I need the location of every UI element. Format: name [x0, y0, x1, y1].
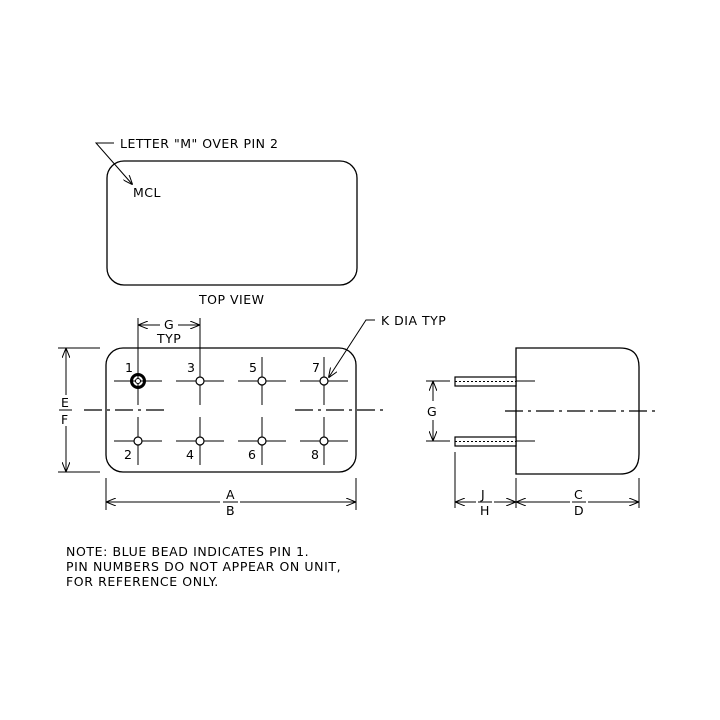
- pin-1-blue-bead: [130, 373, 146, 389]
- dim-a-label: A: [226, 487, 235, 502]
- dim-e-label: E: [61, 395, 69, 410]
- mcl-marking: MCL: [133, 185, 161, 200]
- pin-label-3: 3: [187, 360, 195, 375]
- pin-1: [114, 357, 162, 405]
- note-line-3: FOR REFERENCE ONLY.: [66, 574, 219, 589]
- dim-f-label: F: [61, 412, 69, 427]
- dim-j-label: J: [480, 487, 485, 502]
- pin-label-6: 6: [248, 447, 256, 462]
- bottom-view-body-outline: [105, 347, 357, 473]
- pin-label-5: 5: [249, 360, 257, 375]
- dim-b-label: B: [226, 503, 235, 518]
- pin-4: [176, 417, 224, 465]
- dim-c-label: C: [574, 487, 583, 502]
- pin-7: [300, 357, 348, 405]
- pin-8: [300, 417, 348, 465]
- pin-label-4: 4: [186, 447, 194, 462]
- pin-3: [176, 357, 224, 405]
- side-g-label: G: [427, 404, 437, 419]
- side-view: G J H C D: [426, 347, 659, 518]
- pin-label-2: 2: [124, 447, 132, 462]
- top-view-caption: TOP VIEW: [198, 292, 264, 307]
- note-block: NOTE: BLUE BEAD INDICATES PIN 1. PIN NUM…: [66, 544, 341, 589]
- pin-2: [114, 417, 162, 465]
- top-view-body-outline: [106, 160, 358, 286]
- k-dia-callout: K DIA TYP: [381, 313, 446, 328]
- typ-label: TYP: [156, 331, 181, 346]
- top-view: LETTER "M" OVER PIN 2 MCL TOP VIEW: [94, 136, 358, 307]
- pin-5: [238, 357, 286, 405]
- note-line-2: PIN NUMBERS DO NOT APPEAR ON UNIT,: [66, 559, 341, 574]
- pin-6: [238, 417, 286, 465]
- g-typ-label: G: [164, 317, 174, 332]
- pin-label-8: 8: [311, 447, 319, 462]
- bottom-view: G TYP K DIA TYP: [58, 313, 446, 518]
- pin-label-1: 1: [125, 360, 133, 375]
- letter-m-leader: [94, 142, 132, 184]
- side-view-body-outline: [515, 347, 640, 475]
- letter-m-callout: LETTER "M" OVER PIN 2: [120, 136, 278, 151]
- k-dia-leader: [329, 319, 375, 377]
- dim-h-label: H: [480, 503, 490, 518]
- note-line-1: NOTE: BLUE BEAD INDICATES PIN 1.: [66, 544, 309, 559]
- dim-d-label: D: [574, 503, 584, 518]
- pin-label-7: 7: [312, 360, 320, 375]
